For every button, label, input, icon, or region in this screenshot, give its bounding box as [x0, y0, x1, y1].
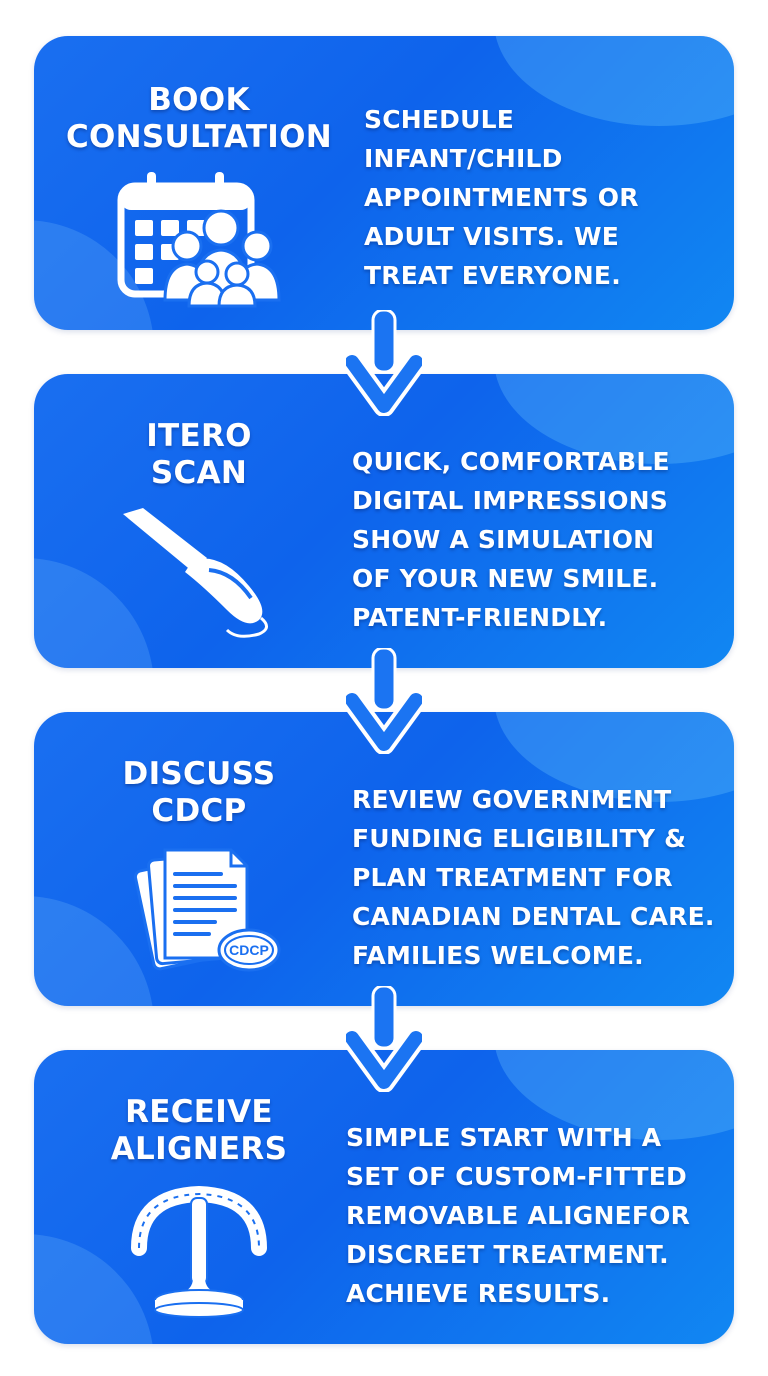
step-description-line: DISCREET TREATMENT. [346, 1240, 669, 1269]
step-description-line: PLAN TREATMENT FOR [352, 863, 673, 892]
step-description-line: REMOVABLE ALIGNEFOR [346, 1201, 691, 1230]
step-card-discuss-cdcp: DISCUSS CDCP CDCP RE [34, 712, 734, 1006]
step-description-line: SHOW A SIMULATION [352, 525, 655, 554]
step-card-book-consultation: BOOK CONSULTATION [34, 36, 734, 330]
calendar-family-icon [117, 172, 281, 308]
step-title: DISCUSS CDCP [44, 756, 354, 830]
step-description-line: PATENT-FRIENDLY. [352, 603, 608, 632]
step-title-line: DISCUSS [122, 756, 276, 792]
step-card-receive-aligners: RECEIVE ALIGNERS SIMPLE START WITH A SET… [34, 1050, 734, 1344]
step-title-line: RECEIVE [125, 1094, 273, 1130]
step-description-line: SCHEDULE [364, 105, 515, 134]
step-title: ITERO SCAN [44, 418, 354, 492]
cdcp-stamp-label: CDCP [229, 942, 269, 958]
step-title-line: CDCP [151, 793, 247, 829]
step-description-line: TREAT EVERYONE. [364, 261, 621, 290]
step-title: RECEIVE ALIGNERS [44, 1094, 354, 1168]
step-description: SCHEDULE INFANT/CHILD APPOINTMENTS OR AD… [364, 100, 734, 295]
step-title: BOOK CONSULTATION [44, 82, 354, 156]
intraoral-scanner-icon [123, 508, 268, 638]
step-description-line: SET OF CUSTOM-FITTED [346, 1162, 687, 1191]
step-description-line: INFANT/CHILD [364, 144, 563, 173]
step-description-line: REVIEW GOVERNMENT [352, 785, 672, 814]
step-card-itero-scan: ITERO SCAN QUICK, COMFORTABLE DIGITAL IM… [34, 374, 734, 668]
step-description: REVIEW GOVERNMENT FUNDING ELIGIBILITY & … [352, 780, 724, 975]
step-description-line: APPOINTMENTS OR [364, 183, 639, 212]
step-description-line: CANADIAN DENTAL CARE. [352, 902, 715, 931]
step-description: SIMPLE START WITH A SET OF CUSTOM-FITTED… [346, 1118, 718, 1313]
step-description: QUICK, COMFORTABLE DIGITAL IMPRESSIONS S… [352, 442, 724, 637]
step-description-line: OF YOUR NEW SMILE. [352, 564, 659, 593]
step-description-line: DIGITAL IMPRESSIONS [352, 486, 668, 515]
step-description-line: ACHIEVE RESULTS. [346, 1279, 611, 1308]
down-arrow-icon [346, 986, 422, 1092]
step-description-line: ADULT VISITS. WE [364, 222, 620, 251]
step-description-line: SIMPLE START WITH A [346, 1123, 662, 1152]
step-title-line: ALIGNERS [110, 1131, 288, 1167]
step-title-line: ITERO [146, 418, 252, 454]
cdcp-documents-icon: CDCP [133, 848, 281, 972]
step-title-line: CONSULTATION [65, 119, 333, 155]
down-arrow-icon [346, 310, 422, 416]
step-description-line: FAMILIES WELCOME. [352, 941, 644, 970]
step-title-line: SCAN [150, 455, 248, 491]
aligner-tray-icon [131, 1185, 267, 1318]
step-description-line: FUNDING ELIGIBILITY & [352, 824, 687, 853]
step-title-line: BOOK [148, 82, 250, 118]
down-arrow-icon [346, 648, 422, 754]
step-description-line: QUICK, COMFORTABLE [352, 447, 670, 476]
